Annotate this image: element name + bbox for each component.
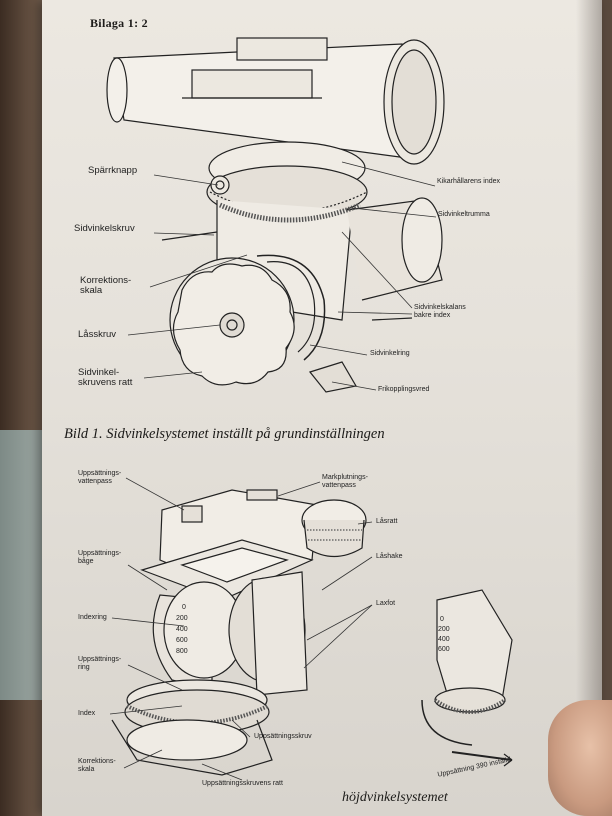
scale-number-800: 800 [176, 648, 188, 655]
label-sidvinkeltrumma: Sidvinkeltrumma [438, 211, 490, 218]
thumb [548, 700, 612, 816]
label-uppsattningsskruv: Uppsättningsskruv [254, 733, 312, 740]
label-sparrknapp: Spärrknapp [88, 165, 138, 176]
label-sidvinkelskruv: Sidvinkelskruv [74, 223, 135, 234]
page-header: Bilaga 1: 2 [90, 16, 148, 30]
figure2-drawing [109, 477, 513, 781]
page-shadow [576, 0, 602, 816]
scale-number-200: 200 [176, 615, 188, 622]
label-lashake: Låshake [376, 553, 403, 560]
label-sidvinkelskruvens-ratt: Sidvinkel- skruvens ratt [78, 367, 133, 389]
inset-scale-number-0: 0 [440, 616, 444, 623]
inset-scale-number-600: 600 [438, 646, 450, 653]
label-uppsattningsskruvens-ratt: Uppsättningsskruvens ratt [202, 780, 283, 787]
label-lasratt: Låsratt [376, 518, 398, 525]
figure1-caption: Bild 1. Sidvinkelsystemet inställt på gr… [64, 426, 385, 442]
label-sidvinkelskalans-bakre-index: Sidvinkelskalans bakre index [414, 304, 466, 319]
label-sidvinkelring: Sidvinkelring [370, 350, 410, 357]
scale-number-0: 0 [182, 604, 186, 611]
label-korrektionsskala-2: Korrektions- skala [78, 758, 116, 773]
label-uppsattningsbage: Uppsättnings- båge [78, 550, 122, 565]
label-uppsattningsring: Uppsättnings- ring [78, 656, 122, 671]
inset-scale-number-200: 200 [438, 626, 450, 633]
scale-number-600: 600 [176, 637, 188, 644]
label-markplutnings-vattenpass: Markplutnings- vattenpass [322, 474, 368, 489]
label-frikopplingsvred: Frikopplingsvred [378, 386, 430, 393]
figure1-drawing [106, 37, 445, 393]
figure2-caption-partial: höjdvinkelsystemet [342, 790, 448, 805]
scale-number-400: 400 [176, 626, 188, 633]
inset-scale-number-400: 400 [438, 636, 450, 643]
label-korrektionsskala: Korrektions- skala [80, 275, 132, 297]
book-page: Bilaga 1: 2 [42, 0, 602, 816]
label-laxfot: Laxfot [376, 600, 396, 607]
label-lasskruv: Låsskruv [78, 329, 117, 340]
label-uppsattnings-vattenpass: Uppsättnings- vattenpass [78, 470, 122, 485]
label-kikarhallarens-index: Kikarhållarens index [437, 178, 501, 185]
label-indexring: Indexring [78, 614, 107, 621]
label-index: Index [78, 710, 96, 717]
